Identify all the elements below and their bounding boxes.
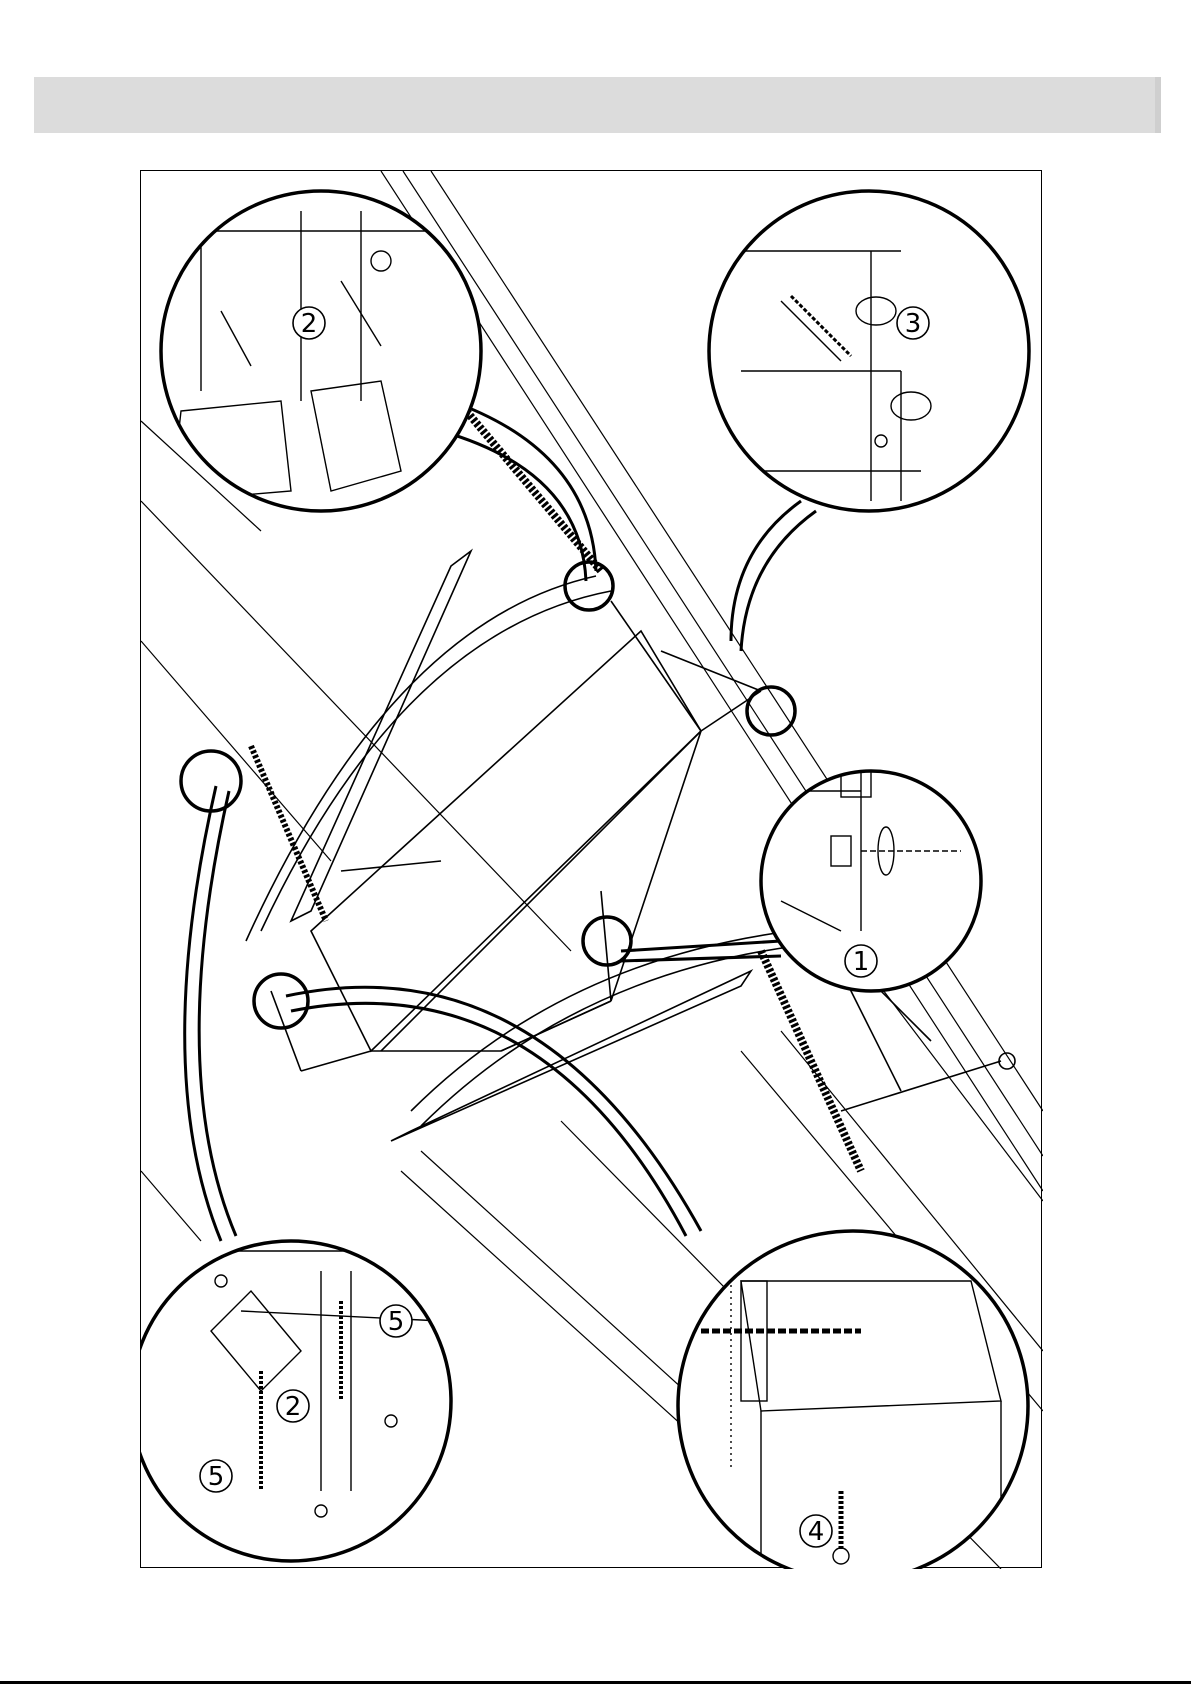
upper-unit bbox=[246, 551, 761, 1071]
header-band bbox=[34, 77, 1161, 133]
callout-label-3: 3 bbox=[905, 309, 922, 339]
assembly-illustration: 2 3 1 bbox=[141, 171, 1043, 1569]
detail-circle-2-top: 2 bbox=[161, 191, 481, 511]
callout-leaders bbox=[185, 401, 816, 1241]
detail-circle-2-bottom: 2 5 5 bbox=[141, 1241, 451, 1561]
callout-label-1: 1 bbox=[853, 947, 870, 977]
callout-label-4: 4 bbox=[808, 1517, 825, 1547]
callout-label-5-upper: 5 bbox=[388, 1307, 405, 1337]
callout-label-2-top: 2 bbox=[301, 309, 318, 339]
detail-circle-3: 3 bbox=[709, 191, 1029, 511]
assembly-illustration-frame: 2 3 1 bbox=[140, 170, 1042, 1568]
detail-circle-1: 1 bbox=[761, 731, 981, 991]
callout-label-2-bottom: 2 bbox=[285, 1392, 302, 1422]
callout-label-5-lower: 5 bbox=[208, 1462, 225, 1492]
footer-rule bbox=[0, 1681, 1191, 1684]
detail-circle-4: 4 bbox=[678, 1231, 1028, 1569]
